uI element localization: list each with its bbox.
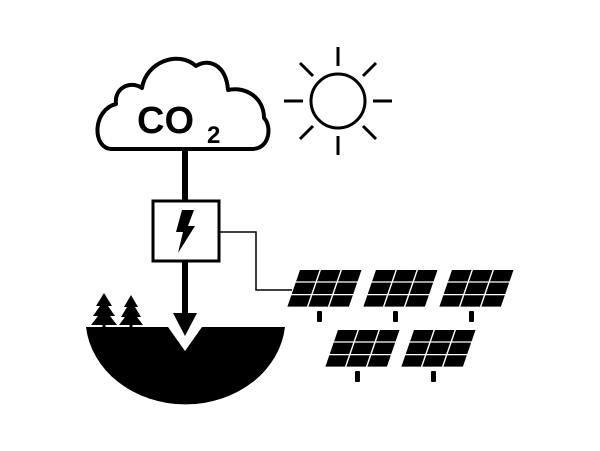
connector-wire — [220, 231, 292, 291]
solar-cell — [409, 282, 434, 294]
solar-cell — [443, 355, 467, 367]
solar-cell — [414, 270, 438, 282]
ground-icon — [86, 327, 285, 405]
arrow-down-icon — [173, 261, 197, 336]
solar-cell — [363, 295, 387, 307]
solar-panel-post — [355, 371, 360, 382]
solar-cell — [338, 270, 362, 282]
solar-cell — [490, 270, 514, 282]
solar-panel-icon — [363, 270, 438, 322]
inverter-box — [151, 199, 221, 263]
solar-cell — [287, 295, 311, 307]
solar-cell — [325, 355, 349, 367]
solar-cell — [422, 355, 446, 367]
solar-cell — [334, 330, 358, 342]
sun-icon — [284, 47, 392, 155]
solar-cell — [481, 295, 505, 307]
solar-cell — [312, 282, 337, 294]
solar-cell — [388, 282, 413, 294]
solar-cell — [460, 295, 484, 307]
solar-cell — [410, 330, 434, 342]
solar-panel-icon — [287, 270, 362, 322]
solar-cell — [448, 270, 472, 282]
solar-cell — [296, 270, 320, 282]
solar-panel-icon — [401, 330, 476, 382]
solar-cell — [329, 295, 353, 307]
co2-label: CO — [137, 100, 194, 142]
lightning-icon — [176, 210, 195, 253]
solar-panel-icon — [325, 330, 400, 382]
solar-panel-post — [431, 371, 436, 382]
solar-cell — [431, 330, 455, 342]
solar-cell — [401, 355, 425, 367]
solar-panel-post — [393, 311, 398, 322]
solar-cell — [485, 282, 510, 294]
solar-cell — [464, 282, 489, 294]
solar-cell — [355, 330, 379, 342]
solar-cell — [447, 342, 472, 354]
solar-panel-post — [317, 311, 322, 322]
solar-cell — [346, 355, 370, 367]
solar-cell — [350, 342, 375, 354]
solar-cell — [308, 295, 332, 307]
solar-array — [287, 270, 514, 382]
solar-cell — [376, 330, 400, 342]
solar-cell — [393, 270, 417, 282]
arrow-shaft-upper — [182, 150, 188, 201]
solar-cell — [367, 355, 391, 367]
solar-cell — [469, 270, 493, 282]
solar-cell — [405, 295, 429, 307]
solar-cell — [426, 342, 451, 354]
tree-icon — [119, 295, 143, 328]
solar-cell — [317, 270, 341, 282]
solar-cell — [371, 342, 396, 354]
solar-cell — [384, 295, 408, 307]
co2-subscript: 2 — [207, 122, 220, 149]
solar-cell — [452, 330, 476, 342]
solar-panel-icon — [439, 270, 514, 322]
solar-cell — [329, 342, 354, 354]
solar-cell — [333, 282, 358, 294]
solar-panel-post — [469, 311, 474, 322]
solar-cell — [291, 282, 316, 294]
solar-cell — [405, 342, 430, 354]
solar-cell — [439, 295, 463, 307]
solar-cell — [443, 282, 468, 294]
solar-cell — [372, 270, 396, 282]
tree-icon — [91, 293, 117, 328]
solar-cell — [367, 282, 392, 294]
cloud-icon: CO 2 — [95, 56, 271, 151]
